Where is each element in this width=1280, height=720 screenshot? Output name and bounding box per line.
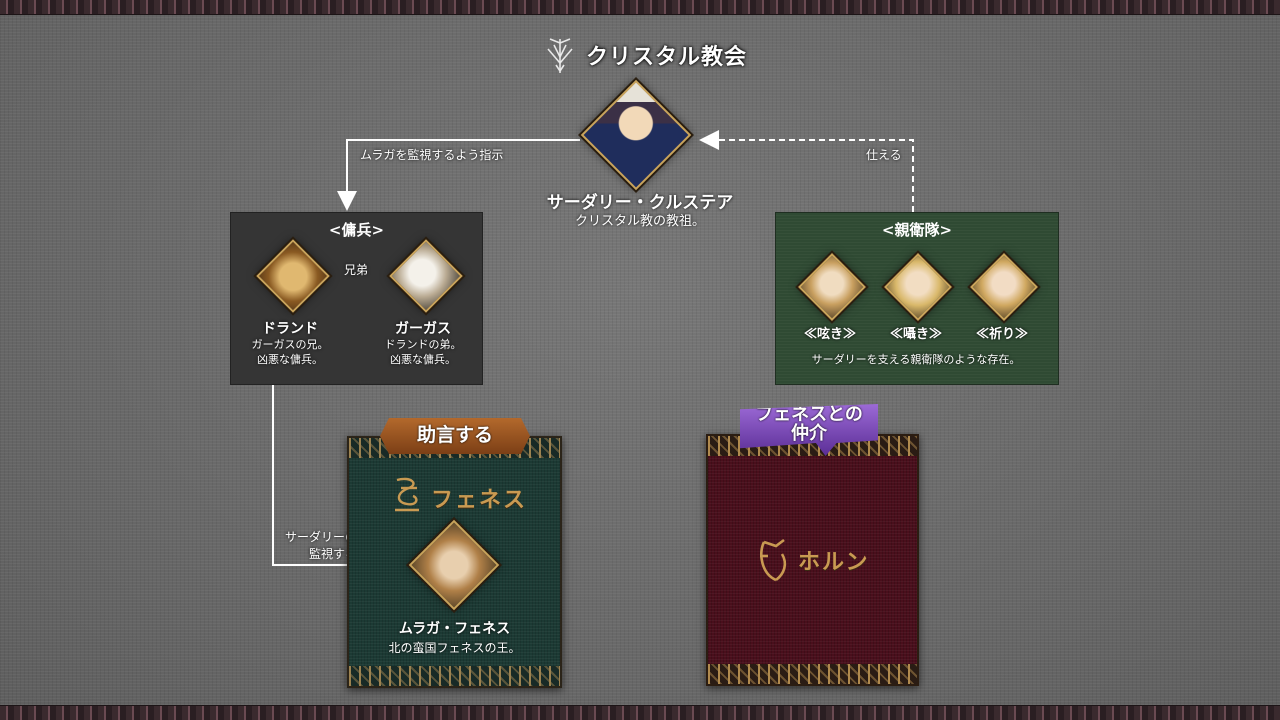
gargas-name: ガーガス <box>395 321 451 337</box>
dorand-desc-1: ガーガスの兄。 <box>251 338 329 351</box>
muraga-name: ムラガ・フェネス <box>398 621 511 637</box>
serves-label: 仕える <box>866 148 902 162</box>
leader-name: サーダリー・クルステア <box>546 193 734 213</box>
muraga-description: 北の蛮国フェネスの王。 <box>388 641 521 655</box>
crystal-church-emblem-icon <box>547 38 573 73</box>
horun-nation-name: ホルン <box>798 549 870 575</box>
whisper-name: ≪囁き≫ <box>889 327 942 342</box>
page-title: クリスタル教会 <box>540 34 747 76</box>
horun-card-bottom-band <box>708 664 917 684</box>
title-text: クリスタル教会 <box>586 44 748 70</box>
mediate-badge-line2: 仲介 <box>791 422 827 444</box>
fenes-nation-name: フェネス <box>431 487 528 513</box>
mercenaries-panel: <傭兵> 兄弟 <box>230 212 483 385</box>
royal-guard-title: <親衛隊> <box>881 221 953 239</box>
fenes-card-bottom-band <box>349 666 560 686</box>
horun-crest-icon <box>760 538 787 582</box>
royal-guard-description: サーダリーを支える親衛隊のような存在。 <box>811 353 1021 366</box>
fenes-crest-icon <box>395 477 419 512</box>
murmur-name: ≪呟き≫ <box>803 327 856 342</box>
serves-arrow <box>699 130 914 212</box>
gargas-desc-2: 凶悪な傭兵。 <box>390 353 456 366</box>
mercenaries-title: <傭兵> <box>328 221 385 239</box>
dorand-name: ドランド <box>262 321 318 337</box>
dorand-desc-2: 凶悪な傭兵。 <box>257 353 323 366</box>
horun-card[interactable]: ホルン <box>706 434 919 686</box>
watch-instruction-arrow <box>337 139 580 211</box>
prayer-name: ≪祈り≫ <box>975 327 1028 342</box>
leader-description: クリスタル教の教祖。 <box>574 214 705 229</box>
bottom-ornamental-border <box>0 705 1280 720</box>
siblings-label: 兄弟 <box>344 263 369 277</box>
command-watch-label-line2: 監視する <box>308 547 357 561</box>
mediate-badge-line1: フェネスとの <box>755 404 863 425</box>
gargas-desc-1: ドランドの弟。 <box>384 338 462 351</box>
top-ornamental-border <box>0 0 1280 15</box>
watch-instruction-label: ムラガを監視するよう指示 <box>360 148 504 162</box>
advise-badge: 助言する <box>380 418 530 454</box>
